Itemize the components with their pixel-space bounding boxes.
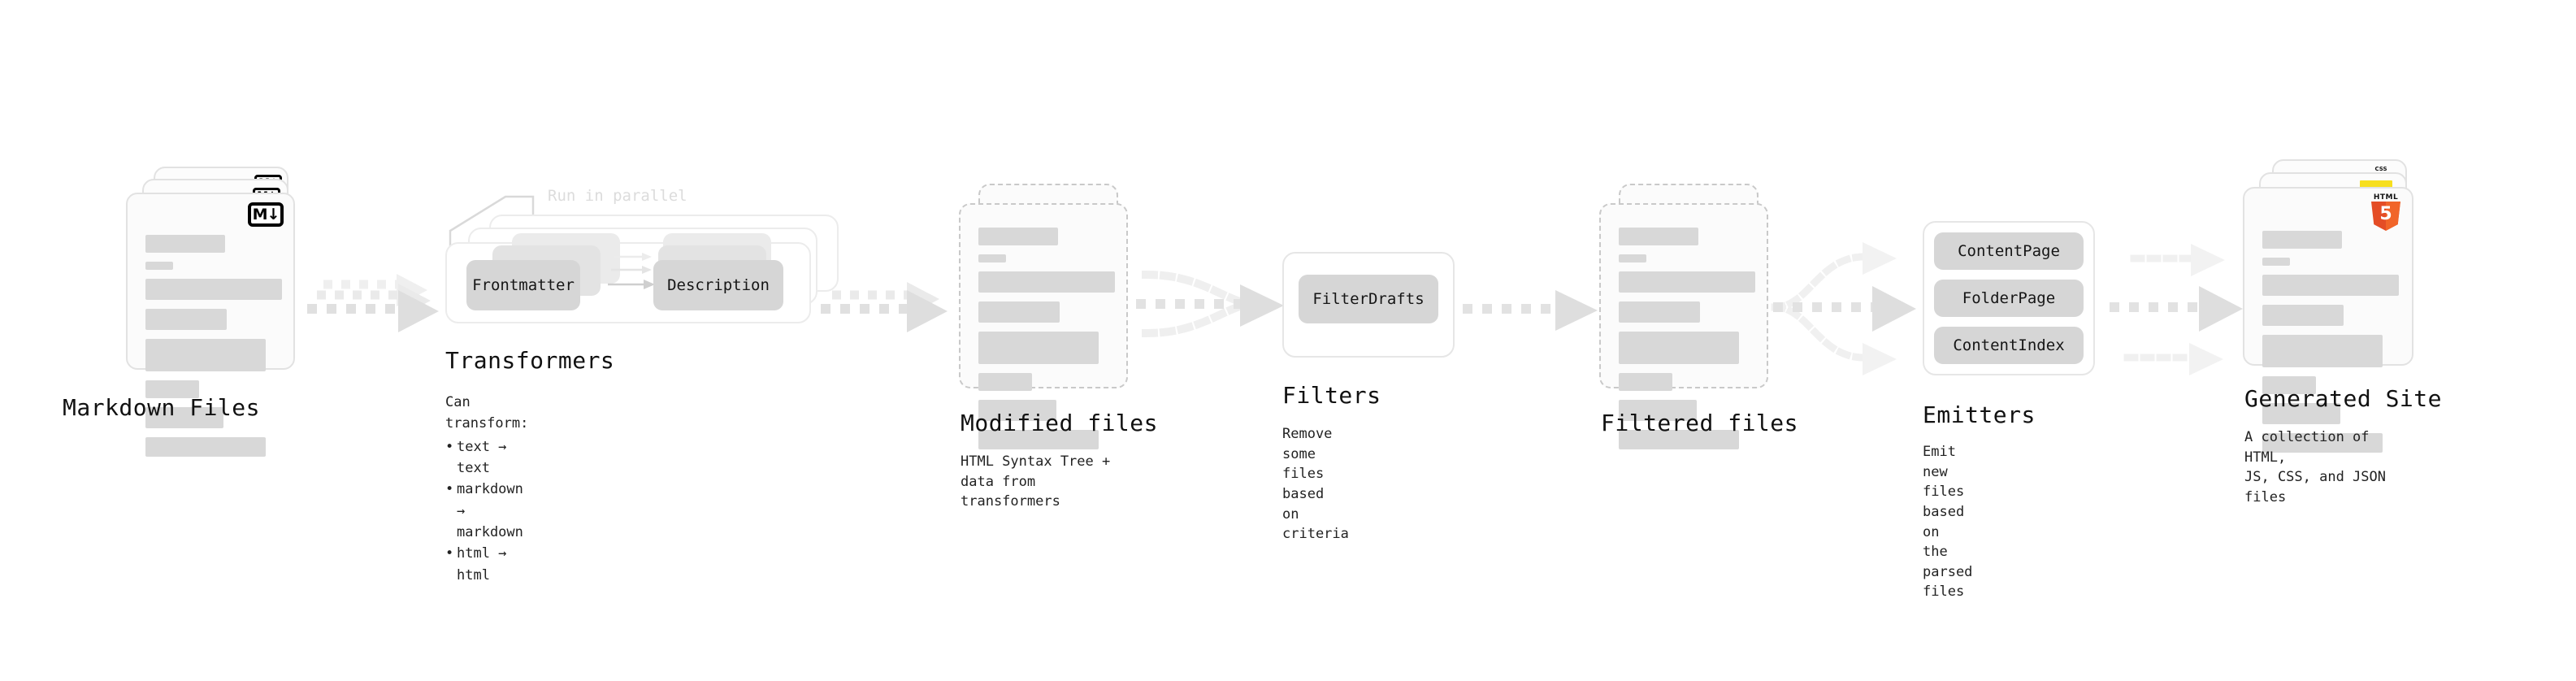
- modified-card-front: [959, 203, 1128, 449]
- bullet-item: html → html: [445, 543, 528, 586]
- stage-modified-files: Modified files HTML Syntax Tree + data f…: [959, 184, 1158, 510]
- stage-title-markdown-files: Markdown Files: [63, 394, 261, 421]
- transformer-chip-label: Frontmatter: [472, 276, 575, 294]
- transformers-bullets: Can transform: text → text markdown → ma…: [445, 392, 528, 586]
- arrow-modified-to-filters: [1136, 260, 1290, 349]
- run-in-parallel-label: Run in parallel: [548, 187, 687, 205]
- transformer-chip-frontmatter[interactable]: Frontmatter: [466, 260, 580, 310]
- filter-chip-filterdrafts[interactable]: FilterDrafts: [1299, 275, 1438, 323]
- stage-subtitle-emitters: Emit new files based on the parsed files: [1923, 444, 1973, 601]
- html5-icon-label: HTML: [2373, 193, 2399, 202]
- arrow-filtered-to-emitters: [1771, 234, 1936, 380]
- markdown-placeholder-lines: [145, 235, 282, 466]
- bullet-item: text → text: [445, 436, 528, 479]
- site-card-stack: CSS HTML 5: [2243, 159, 2418, 453]
- filtered-placeholder-lines: [1619, 228, 1755, 458]
- emitter-chip-label: ContentPage: [1958, 242, 2060, 260]
- stage-title-filtered-files: Filtered files: [1601, 410, 1799, 436]
- stage-subtitle-generated-site: A collection of HTML, JS, CSS, and JSON …: [2244, 429, 2386, 505]
- emitter-chip-contentindex[interactable]: ContentIndex: [1934, 327, 2084, 364]
- transformer-chip-description[interactable]: Description: [653, 260, 783, 310]
- filter-chip-label: FilterDrafts: [1312, 290, 1425, 308]
- stage-subtitle-modified-files: HTML Syntax Tree + data from transformer…: [961, 453, 1111, 510]
- stage-filtered-files: Filtered files: [1599, 184, 1798, 449]
- stage-markdown-files: M↓ M↓ M↓ Markdown Files: [63, 167, 297, 457]
- emitter-chip-label: ContentIndex: [1953, 336, 2065, 354]
- parallel-bracket: [449, 195, 535, 258]
- html5-icon-digit: 5: [2379, 204, 2392, 224]
- modified-card-stack: [959, 184, 1131, 449]
- stage-title-transformers: Transformers: [445, 347, 615, 374]
- html5-icon: HTML 5: [2370, 193, 2402, 231]
- markdown-card-stack: M↓ M↓ M↓: [126, 167, 297, 457]
- arrow-filters-to-filtered: [1463, 288, 1601, 337]
- site-placeholder-lines: [2262, 231, 2399, 462]
- filtered-card-front: [1599, 203, 1768, 449]
- modified-placeholder-lines: [978, 228, 1115, 458]
- transformer-chip-label: Description: [667, 276, 770, 294]
- emitter-chip-folderpage[interactable]: FolderPage: [1934, 280, 2084, 317]
- emitter-chip-contentpage[interactable]: ContentPage: [1934, 232, 2084, 270]
- transformer-inner-arrows: [608, 253, 655, 289]
- arrow-markdown-to-transformers: [307, 272, 439, 345]
- filtered-card-stack: [1599, 184, 1772, 449]
- stage-title-generated-site: Generated Site: [2244, 385, 2443, 412]
- markdown-icon: M↓: [248, 202, 284, 227]
- arrow-transformers-to-modified: [821, 272, 951, 345]
- stage-generated-site: CSS HTML 5: [2243, 159, 2442, 505]
- bullet-item: markdown → markdown: [445, 479, 528, 543]
- stage-title-emitters: Emitters: [1923, 401, 2036, 428]
- site-card-front: HTML 5: [2243, 187, 2413, 453]
- markdown-card-front: M↓: [126, 193, 295, 457]
- arrow-emitters-to-site: [2110, 234, 2264, 380]
- bullets-lead: Can transform:: [445, 394, 529, 432]
- emitter-chip-label: FolderPage: [1962, 289, 2056, 307]
- stage-subtitle-filters: Remove some files based on criteria: [1282, 426, 1349, 543]
- css-icon-label: CSS: [2374, 166, 2387, 172]
- stage-title-filters: Filters: [1282, 382, 1381, 409]
- stage-title-modified-files: Modified files: [961, 410, 1159, 436]
